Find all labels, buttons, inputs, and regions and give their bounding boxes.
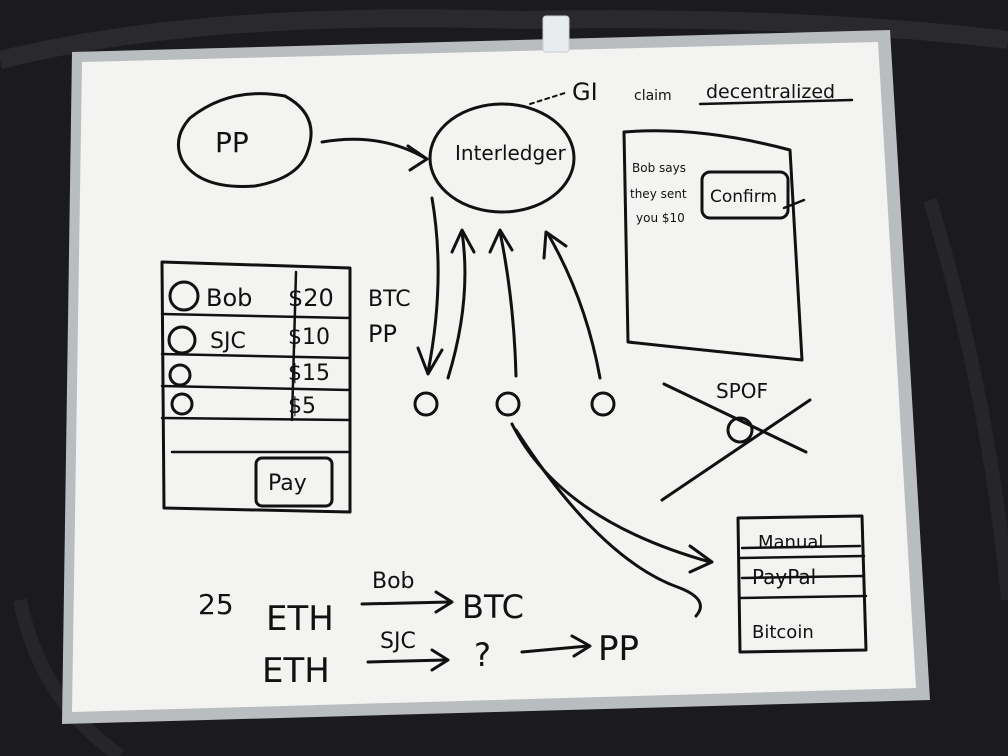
arrow-head <box>570 634 592 658</box>
options-outline <box>736 514 868 654</box>
row-radio-icon <box>168 363 192 387</box>
interledger-label: Interledger <box>455 141 567 165</box>
arrow-pp-to-interledger <box>320 137 427 160</box>
side-label-pp: PP <box>368 320 397 348</box>
couch-fold <box>13 598 125 756</box>
row-divider <box>160 312 352 320</box>
pay-button <box>254 456 334 508</box>
board-surface <box>72 42 916 712</box>
pp-bubble-outline <box>176 92 313 188</box>
option-manual: Manual <box>758 532 823 553</box>
dialog-confirm-label: Confirm <box>710 187 777 207</box>
header-prefix: GI <box>572 78 598 106</box>
dialog-outline <box>622 129 804 362</box>
bottom-flow: 25 ETH Bob BTC ETH SJC ? PP <box>198 569 639 691</box>
dialog-message-1: Bob says <box>632 161 686 175</box>
flow2-via: SJC <box>380 629 416 654</box>
dashed-link <box>529 91 569 105</box>
spof-hub <box>726 416 754 444</box>
flow2-question: ? <box>474 636 491 674</box>
arrow-head <box>488 228 514 254</box>
flow1-from: ETH <box>266 599 334 639</box>
flow1-to: BTC <box>462 588 524 626</box>
pp-bubble: PP <box>176 92 313 188</box>
spof-line <box>660 398 812 502</box>
header-claim: claim <box>634 88 672 104</box>
header-decentralized: decentralized <box>706 81 835 103</box>
dialog-confirm-button <box>700 170 790 220</box>
row-divider <box>160 384 352 392</box>
couch-fold <box>923 197 1008 601</box>
arrow-up <box>446 230 467 380</box>
ledger-connections <box>413 196 616 417</box>
flow2-arrow <box>366 658 448 664</box>
flow2-to: PP <box>598 629 639 669</box>
dialog-tick <box>782 198 806 210</box>
arrow-head <box>416 346 444 376</box>
arrow-head <box>434 590 454 614</box>
payment-options-sketch: Manual PayPal Bitcoin <box>736 514 868 654</box>
row-amount: $5 <box>288 394 316 419</box>
confirm-dialog-sketch: Bob says they sent you $10 Confirm <box>622 129 806 362</box>
ledger-node <box>413 391 439 417</box>
options-divider <box>738 554 866 560</box>
strike-manual <box>740 544 862 550</box>
arrow-head <box>450 228 476 254</box>
row-name: SJC <box>210 329 246 354</box>
interledger-node: Interledger <box>428 102 576 214</box>
arrow-head <box>542 230 568 260</box>
payment-list-sketch: Bob SJC $20 $10 $15 $5 Pay BTC PP <box>160 260 411 514</box>
row-divider <box>160 352 352 360</box>
row-amount: $15 <box>288 361 330 386</box>
spof-sketch: SPOF <box>660 379 812 502</box>
options-divider <box>738 594 868 600</box>
row-radio-icon <box>168 280 200 312</box>
dialog-message-3: you $10 <box>636 211 685 225</box>
arrow-down <box>426 196 440 374</box>
option-bitcoin: Bitcoin <box>752 622 814 643</box>
row-radio-icon <box>167 325 197 355</box>
underline <box>698 98 854 106</box>
dialog-message-2: they sent <box>630 187 687 201</box>
flow1-via: Bob <box>372 569 415 594</box>
arrow-up <box>498 230 518 378</box>
row-name: Bob <box>206 284 252 312</box>
arrow-head <box>406 144 429 172</box>
amount-label: 25 <box>198 588 234 621</box>
row-amount: $20 <box>288 284 334 312</box>
strike-paypal <box>740 574 866 580</box>
side-label-btc: BTC <box>368 287 411 312</box>
ledger-node <box>590 391 616 417</box>
flow2-from: ETH <box>262 651 330 691</box>
row-radio-icon <box>170 392 194 416</box>
flow2-arrow-2 <box>520 644 590 654</box>
arrow-head <box>430 648 450 672</box>
ledger-node <box>495 391 521 417</box>
arrow-to-options-2 <box>514 428 702 618</box>
row-amount: $10 <box>288 325 330 350</box>
arrow-up <box>546 232 602 380</box>
pay-button-label: Pay <box>268 471 307 496</box>
hanger-clip <box>542 15 570 53</box>
flow1-arrow <box>360 600 452 606</box>
pp-bubble-label: PP <box>215 126 249 159</box>
list-outline <box>160 260 352 514</box>
spof-label: SPOF <box>716 379 768 403</box>
header-note: GI claim decentralized <box>529 78 854 106</box>
couch-fold <box>0 9 1008 69</box>
interledger-circle <box>428 102 576 214</box>
row-divider <box>160 416 352 422</box>
arrow-head <box>688 544 714 574</box>
column-divider <box>290 270 298 422</box>
